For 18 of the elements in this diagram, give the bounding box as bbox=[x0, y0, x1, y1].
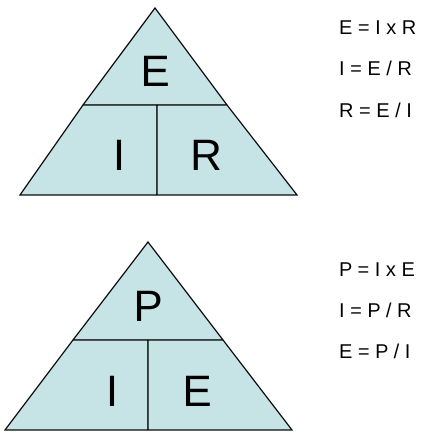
formula-letter: I bbox=[106, 370, 118, 414]
formula-text: I = P / R bbox=[339, 301, 412, 321]
triangle-section bbox=[20, 105, 157, 195]
formula-text: E = P / I bbox=[339, 342, 410, 362]
triangle-section bbox=[148, 340, 292, 430]
formula-letter: P bbox=[133, 285, 163, 329]
triangle-section bbox=[5, 340, 148, 430]
formula-letter: E bbox=[140, 50, 170, 94]
triangle-section bbox=[73, 242, 223, 340]
formula-text: P = I x E bbox=[339, 260, 415, 280]
formula-letter: E bbox=[182, 370, 212, 414]
triangle-section bbox=[157, 105, 297, 195]
triangle-section bbox=[83, 8, 227, 105]
formula-letter: I bbox=[112, 134, 126, 178]
formula-letter: R bbox=[190, 134, 222, 178]
formula-text: R = E / I bbox=[339, 101, 412, 121]
formula-text: E = I x R bbox=[339, 18, 416, 38]
formula-text: I = E / R bbox=[339, 59, 412, 79]
